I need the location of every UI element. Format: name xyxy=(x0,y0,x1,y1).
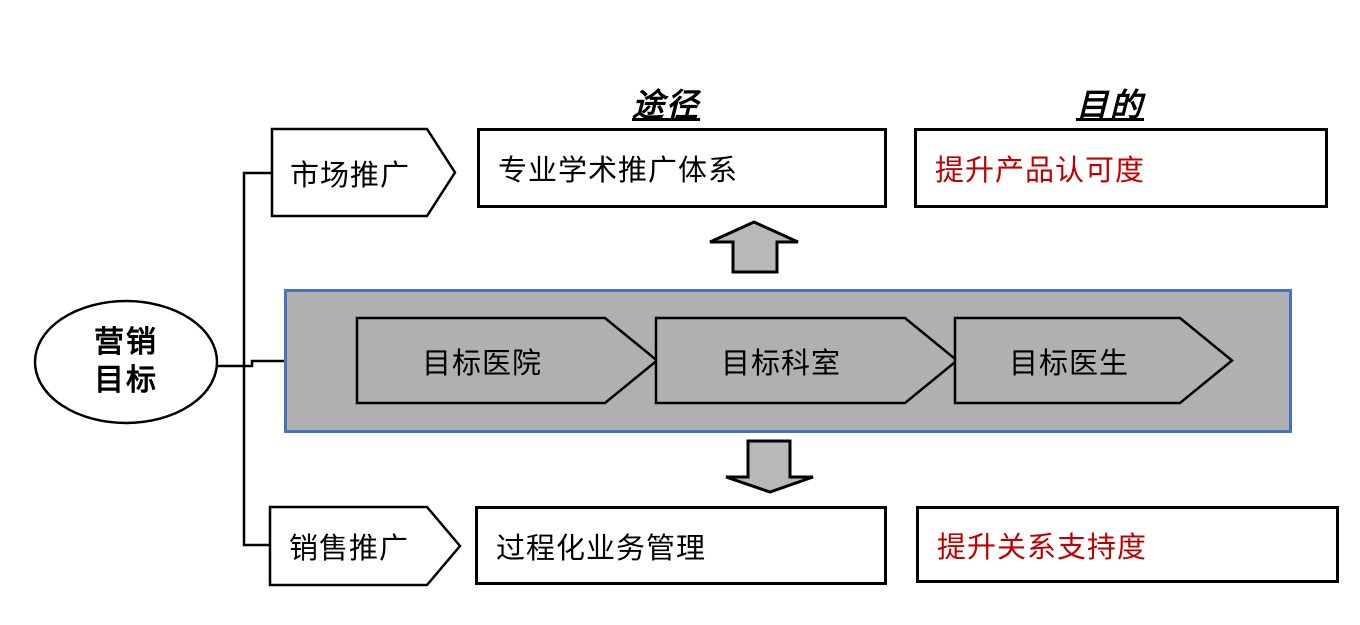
market-approach-box: 专业学术推广体系 xyxy=(477,128,887,208)
branch-connector-line xyxy=(242,171,272,547)
target-doctor-label: 目标医生 xyxy=(1008,345,1129,380)
market-purpose-box: 提升产品认可度 xyxy=(914,128,1328,208)
up-arrow-icon xyxy=(709,220,799,274)
sales-approach-box: 过程化业务管理 xyxy=(475,506,887,585)
down-arrow-icon xyxy=(725,439,814,494)
target-department-label: 目标科室 xyxy=(720,345,841,380)
sales-purpose-box: 提升关系支持度 xyxy=(916,506,1339,583)
marketing-goal-label: 营销 目标 xyxy=(36,324,216,400)
target-department-chevron xyxy=(654,316,959,405)
marketing-goal-line1: 营销 xyxy=(94,325,158,360)
sales-purpose-text: 提升关系支持度 xyxy=(937,529,1148,564)
sales-approach-text: 过程化业务管理 xyxy=(496,530,707,565)
marketing-goal-line2: 目标 xyxy=(94,363,158,398)
marketing-goal-ellipse xyxy=(33,299,219,425)
market-promotion-tag-label: 市场推广 xyxy=(289,157,410,192)
sales-promotion-pentagon xyxy=(268,505,462,587)
approach-header: 途径 xyxy=(631,86,700,124)
market-purpose-text: 提升产品认可度 xyxy=(935,153,1146,187)
market-approach-text: 专业学术推广体系 xyxy=(498,153,739,187)
target-hospital-label: 目标医院 xyxy=(421,345,542,380)
ellipse-connector-line xyxy=(217,359,286,368)
market-promotion-pentagon xyxy=(270,127,457,218)
purpose-header: 目的 xyxy=(1075,86,1144,124)
target-hospital-chevron xyxy=(355,316,659,405)
sales-promotion-tag-label: 销售推广 xyxy=(288,531,409,565)
target-doctor-chevron xyxy=(953,316,1234,405)
